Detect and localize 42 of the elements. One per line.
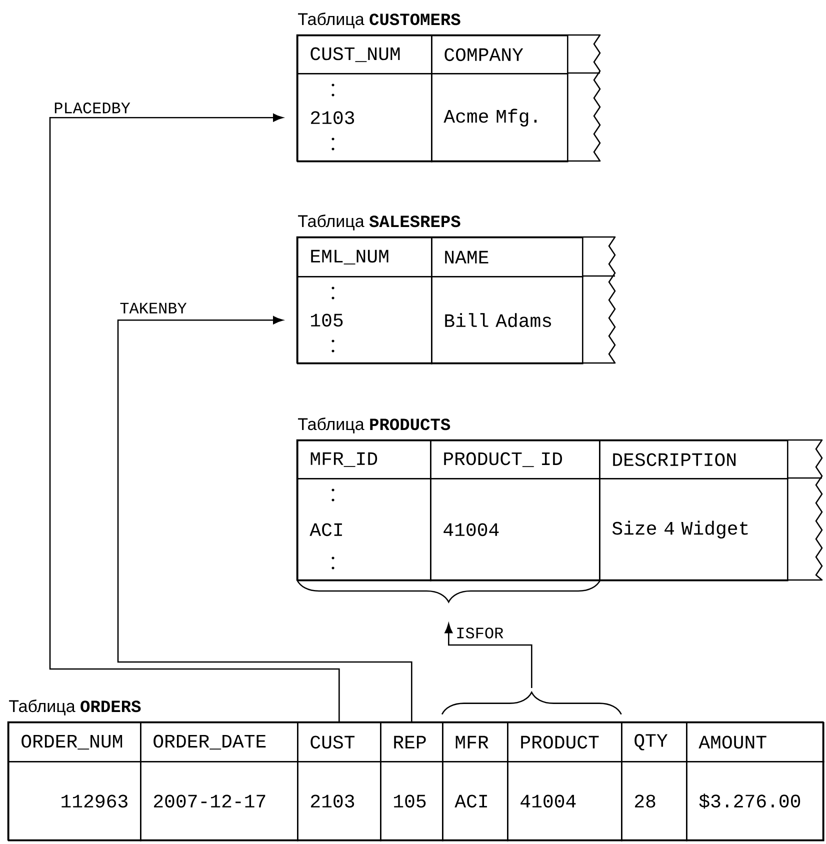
edge-label: TAKENBY [120,302,187,314]
table-title: Таблица ORDERS [9,700,141,716]
brace [296,580,601,603]
table-cell: ORDER_DATE [140,722,298,762]
table-cell: 28 [621,761,688,842]
table-cell: 2007-12-17 [140,761,298,842]
table-cell: MFR [442,722,508,762]
table-title: Таблица CUSTOMERS [298,12,460,28]
table-cell: Size 4 Widget [599,478,788,582]
table-cell: COMPANY [431,35,568,74]
table-cell: PRODUCT [507,722,622,762]
table-cell: Acme Mfg. [431,73,568,162]
table-cell: REP [380,722,444,762]
table-cell: Bill Adams [431,276,584,364]
table-cell: 112963 [8,761,142,842]
edge-label: PLACEDBY [54,102,130,114]
table-cell: AMOUNT [686,722,824,762]
table-title: Таблица SALESREPS [298,214,460,230]
connector-arrow [444,623,532,688]
table-cell: QTY [621,722,688,762]
connector-arrow [49,114,340,722]
table-cell: CUST_NUM [297,35,432,74]
table-cell: PRODUCT_ ID [430,440,600,480]
table-cell: 2103 [297,73,432,162]
edge-label: ISFOR [457,628,504,638]
table-cell: MFR_ID [297,440,432,480]
table-cell: CUST [297,722,382,762]
table-cell: DESCRIPTION [599,440,788,480]
connector-arrow [117,316,412,722]
table-cell: 105 [297,276,432,364]
table-cell: 2103 [297,761,382,842]
table-cell: ACI [297,478,432,582]
table-cell: ACI [442,761,508,842]
table-cell: ORDER_NUM [8,722,142,762]
table-cell: $3.276.00 [686,761,824,842]
table-cell: EML_NUM [297,237,432,278]
table-cell: 41004 [507,761,622,842]
table-cell: NAME [431,237,584,278]
brace [441,692,622,715]
table-cell: 105 [380,761,444,842]
table-title: Таблица PRODUCTS [298,418,450,434]
table-cell: 41004 [430,478,600,582]
